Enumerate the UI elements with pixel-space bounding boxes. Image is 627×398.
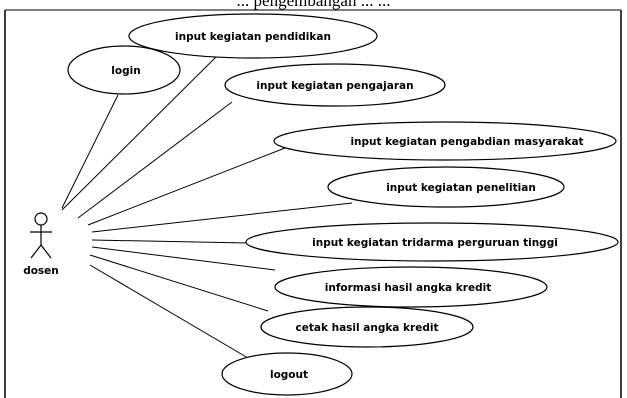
use-case-pengabdian: input kegiatan pengabdian masyarakat — [273, 121, 617, 161]
use-case-logout-ellipse — [221, 352, 353, 396]
use-case-penelitian: input kegiatan penelitian — [327, 166, 565, 208]
association-login — [61, 94, 119, 209]
use-case-pendidikan: input kegiatan pendidikan — [128, 13, 378, 59]
use-case-pengabdian-label: input kegiatan pengabdian masyarakat — [350, 136, 583, 148]
use-case-penelitian-ellipse — [327, 166, 565, 208]
association-penelitian — [91, 202, 353, 233]
actor-head — [34, 212, 48, 226]
use-case-tridarma: input kegiatan tridarma perguruan tinggi — [245, 222, 619, 262]
use-case-pengajaran-ellipse — [224, 63, 446, 107]
association-cetak — [89, 254, 269, 312]
association-pengajaran — [77, 101, 233, 219]
association-informasi — [91, 246, 276, 271]
use-case-informasi-label: informasi hasil angka kredit — [325, 282, 491, 294]
use-case-pengabdian-ellipse — [273, 121, 617, 161]
actor-left-leg — [30, 244, 42, 259]
actor-label: dosen — [23, 265, 59, 277]
use-case-login-ellipse — [67, 45, 181, 95]
use-case-pendidikan-label: input kegiatan pendidikan — [175, 31, 331, 43]
use-case-tridarma-label: input kegiatan tridarma perguruan tinggi — [312, 237, 558, 249]
use-case-penelitian-label: input kegiatan penelitian — [386, 182, 536, 194]
use-case-logout-label: logout — [270, 369, 308, 381]
caption: ... pengembangan ... ... — [236, 0, 391, 10]
association-pendidikan — [61, 47, 226, 211]
use-case-informasi: informasi hasil angka kredit — [274, 266, 548, 308]
association-pengabdian — [87, 147, 286, 226]
association-tridarma — [91, 239, 249, 244]
associations — [61, 47, 353, 359]
use-case-login: login — [67, 45, 181, 95]
use-case-logout: logout — [221, 352, 353, 396]
use-case-informasi-ellipse — [274, 266, 548, 308]
use-case-login-label: login — [111, 65, 140, 77]
association-logout — [89, 264, 249, 359]
use-case-cetak-ellipse — [260, 306, 474, 348]
use-case-cetak: cetak hasil angka kredit — [260, 306, 474, 348]
use-case-pengajaran: input kegiatan pengajaran — [224, 63, 446, 107]
use-case-pendidikan-ellipse — [128, 13, 378, 59]
use-case-cetak-label: cetak hasil angka kredit — [296, 322, 439, 334]
caption-strip: ... pengembangan ... ... — [0, 0, 627, 14]
actor-dosen — [30, 212, 52, 259]
actor-right-leg — [40, 244, 52, 259]
use-case-tridarma-ellipse — [245, 222, 619, 262]
use-case-pengajaran-label: input kegiatan pengajaran — [256, 80, 413, 92]
